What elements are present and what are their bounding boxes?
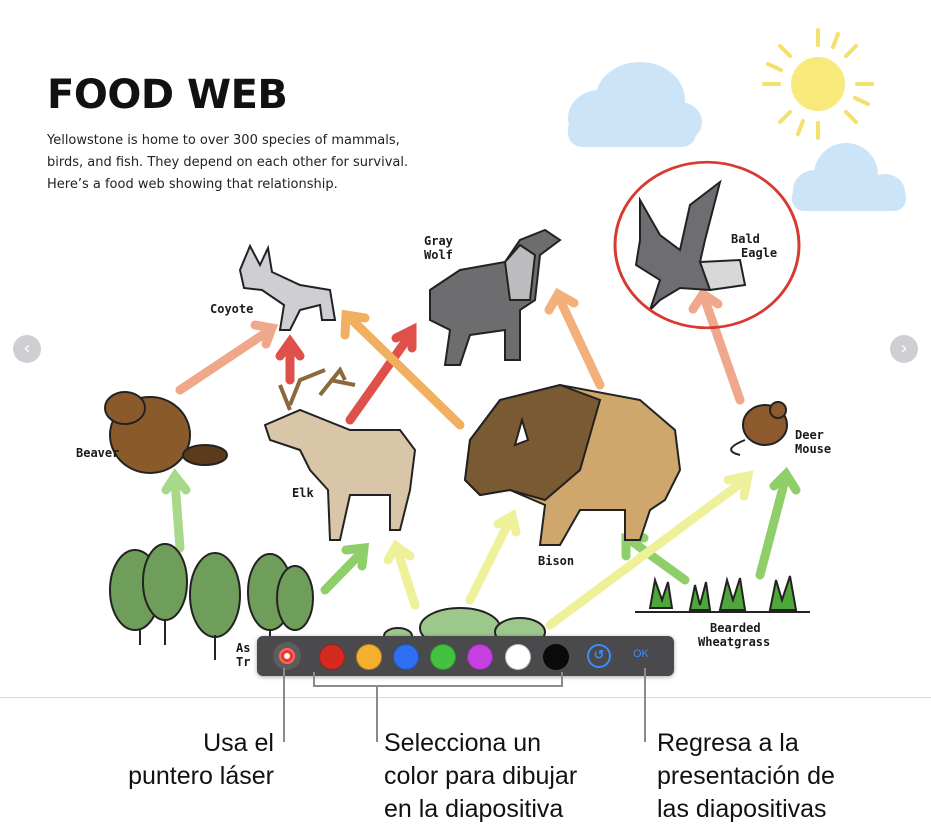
callout-text-line: en la diapositiva [384, 795, 564, 823]
callout-text-line: Regresa a la [657, 729, 799, 757]
label-aspen-trees: As Tr [236, 641, 250, 669]
label-elk: Elk [292, 486, 314, 500]
label-text: Bison [538, 554, 575, 568]
callout-return: Regresa a la presentación de las diaposi… [657, 727, 835, 826]
label-text: Wheatgrass [698, 635, 771, 649]
label-text: Tr [236, 655, 251, 669]
label-text: As [236, 641, 251, 655]
color-swatch-green[interactable] [430, 644, 456, 670]
label-text: Bearded [710, 621, 761, 635]
label-text: Gray [424, 234, 453, 248]
callout-text-line: color para dibujar [384, 762, 578, 790]
callout-text-line: puntero láser [128, 762, 274, 790]
label-text: Beaver [76, 446, 120, 460]
label-text: Elk [292, 486, 314, 500]
callout-text-line: Usa el [203, 729, 274, 757]
next-slide-button[interactable]: › [890, 335, 918, 363]
food-web-illustration [104, 28, 906, 660]
label-bald-eagle: Bald Eagle [731, 232, 777, 260]
callout-text-line: Selecciona un [384, 729, 542, 757]
label-bison: Bison [538, 554, 574, 568]
cloud-large [568, 62, 702, 147]
callout-laser: Usa el puntero láser [104, 727, 274, 793]
label-text: Deer [795, 428, 824, 442]
color-swatch-black[interactable] [543, 644, 569, 670]
drawing-toolbar: ↺ OK [257, 636, 674, 676]
slide-canvas: FOOD WEB Yellowstone is home to over 300… [0, 28, 931, 698]
cloud-small [792, 143, 906, 211]
beaver-drawing [104, 391, 228, 474]
undo-icon: ↺ [593, 648, 605, 663]
body-line: Here’s a food web showing that relations… [47, 177, 338, 192]
arrows [161, 287, 801, 630]
label-text: Coyote [210, 302, 254, 316]
callout-text-line: las diapositivas [657, 795, 827, 823]
wheatgrass-drawing [635, 575, 810, 613]
chevron-right-icon: › [900, 338, 908, 359]
label-text: Bald [731, 232, 760, 246]
label-deer-mouse: Deer Mouse [795, 428, 831, 456]
label-gray-wolf: Gray Wolf [424, 234, 453, 262]
label-text: Wolf [424, 248, 453, 262]
callout-text-line: presentación de [657, 762, 835, 790]
bald-eagle-drawing [634, 179, 747, 311]
ok-button[interactable]: OK [633, 648, 649, 660]
previous-slide-button[interactable]: ‹ [13, 335, 41, 363]
deer-mouse-drawing [730, 401, 788, 456]
laser-pointer-icon [279, 648, 295, 664]
laser-pointer-button[interactable] [273, 642, 301, 670]
body-line: birds, and fish. They depend on each oth… [47, 155, 409, 170]
coyote-drawing [238, 243, 337, 331]
drawn-circle-annotation [613, 160, 801, 330]
label-bearded-wheatgrass: Bearded Wheatgrass [698, 621, 770, 649]
color-swatch-yellow[interactable] [356, 644, 382, 670]
label-text: Eagle [741, 246, 778, 260]
slide-title: FOOD WEB [47, 72, 288, 118]
bison-drawing [463, 383, 682, 546]
chevron-left-icon: ‹ [23, 338, 31, 359]
elk-drawing [263, 366, 417, 541]
body-line: Yellowstone is home to over 300 species … [47, 133, 400, 148]
label-text: Mouse [795, 442, 832, 456]
gray-wolf-drawing [429, 228, 562, 366]
color-swatch-red[interactable] [319, 644, 345, 670]
color-swatch-white[interactable] [505, 644, 531, 670]
callout-color: Selecciona un color para dibujar en la d… [384, 727, 577, 826]
sun [762, 28, 874, 140]
color-swatch-purple[interactable] [467, 644, 493, 670]
aspen-trees-drawing [109, 543, 314, 660]
slide-body-text: Yellowstone is home to over 300 species … [47, 130, 447, 196]
undo-button[interactable]: ↺ [587, 644, 611, 668]
label-coyote: Coyote [210, 302, 253, 316]
label-beaver: Beaver [76, 446, 119, 460]
color-swatch-blue[interactable] [393, 644, 419, 670]
